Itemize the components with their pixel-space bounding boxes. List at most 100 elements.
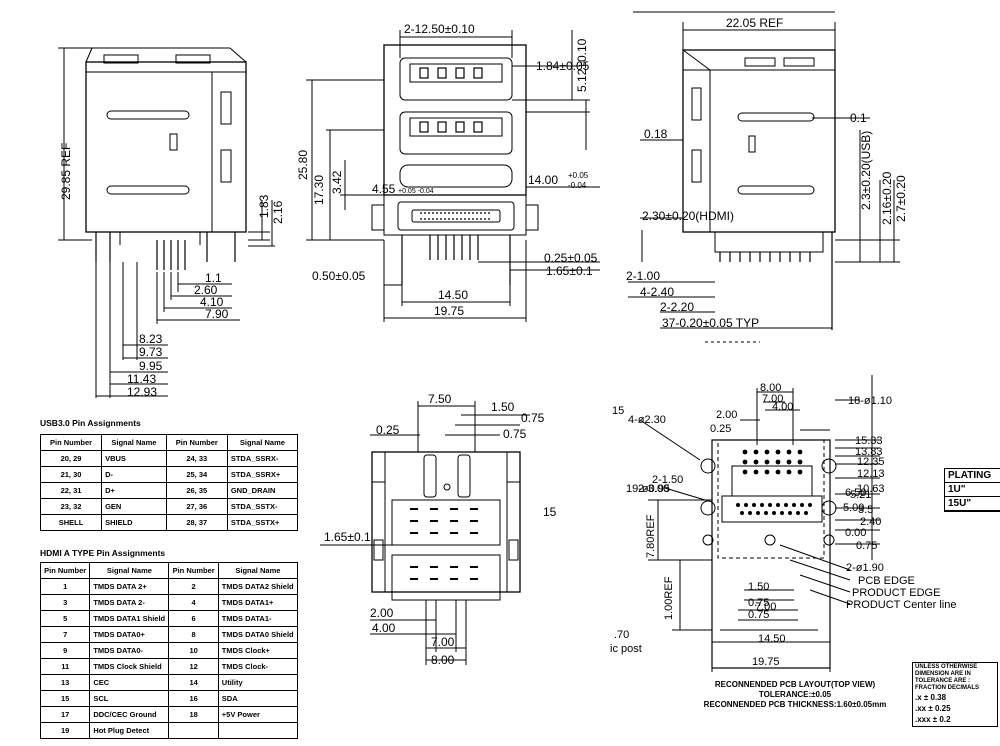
- pcb-hole: [808, 503, 812, 507]
- table-cell: 18: [168, 706, 219, 723]
- plating-table: PLATING 1U" 15U": [944, 468, 1000, 512]
- table-cell: TMDS DATA0-: [89, 642, 170, 659]
- tolerance-line: .xx ± 0.25: [915, 704, 951, 713]
- dimension-label: 8.00: [431, 653, 455, 667]
- dimension-label: 5.00: [843, 502, 864, 514]
- hdmi-table-title: HDMI A TYPE Pin Assignments: [40, 548, 166, 558]
- pcb-hole: [786, 469, 792, 475]
- dimension-label: 17.30: [312, 175, 326, 205]
- front-view: 2-12.50±0.101.84±0.055.12±0.1025.8017.30…: [296, 22, 600, 322]
- pcb-hole: [775, 459, 781, 465]
- dimension-label: 7.00: [431, 635, 455, 649]
- table-cell: STDA_SSRX+: [226, 466, 299, 483]
- table-cell: 15: [39, 690, 91, 707]
- dimension-label: 0.50±0.05: [312, 269, 366, 283]
- pin-mark: [470, 520, 478, 522]
- pin-mark: [430, 532, 438, 534]
- pcb-hole: [740, 511, 744, 515]
- table-cell: TMDS DATA 2-: [89, 594, 170, 611]
- table-cell: SCL: [89, 690, 170, 707]
- dimension-label: 7.50: [428, 392, 452, 406]
- dimension-label: 11.43: [127, 372, 156, 386]
- pcb-hole: [742, 449, 748, 455]
- pin-mark: [450, 508, 458, 510]
- tolerance-line: .xxx ± 0.2: [915, 715, 951, 724]
- dimension-label: 13.83: [855, 446, 883, 458]
- pin-mark: [410, 578, 418, 580]
- table-header-cell: Pin Number: [165, 434, 228, 451]
- plating-row: 15U": [945, 497, 1000, 511]
- table-header-cell: Signal Name: [89, 562, 170, 579]
- dimension-label: 14.50: [438, 288, 468, 302]
- table-cell: 6: [168, 610, 219, 627]
- dimension-label: 0.25: [376, 423, 400, 437]
- dimension-label: +0.05: [568, 171, 589, 180]
- dimension-label: 19.75: [434, 304, 464, 318]
- pin-mark: [470, 566, 478, 568]
- table-cell: SDA: [217, 690, 299, 707]
- section-mark: ic post: [610, 643, 642, 655]
- table-cell: D-: [101, 466, 167, 483]
- dimension-label: 1.84±0.05: [536, 59, 590, 73]
- dimension-label: 12.35: [857, 456, 885, 468]
- dimension-label: 14.00: [528, 173, 558, 187]
- table-cell: 25, 34: [165, 466, 228, 483]
- table-cell: 1: [39, 578, 91, 595]
- table-cell: TMDS Clock+: [217, 642, 299, 659]
- table-cell: Hot Plug Detect: [89, 722, 170, 739]
- dimension-label: 37-0.20±0.05 TYP: [662, 316, 759, 330]
- table-cell: 11: [39, 658, 91, 675]
- table-header-cell: Pin Number: [39, 562, 91, 579]
- pcb-hole: [797, 459, 803, 465]
- pcb-hole: [775, 449, 781, 455]
- pcb-hole: [764, 469, 770, 475]
- dimension-label: 3.5: [858, 504, 873, 516]
- dimension-label: 2.16±0.20: [880, 171, 894, 225]
- dimension-label: 0.75: [503, 427, 527, 441]
- pin-mark: [470, 578, 478, 580]
- dimension-label: 19-ø0.95: [626, 483, 670, 495]
- tolerance-box: UNLESS OTHERWISE DIMENSION ARE IN TOLERA…: [912, 662, 998, 727]
- table-cell: 5: [39, 610, 91, 627]
- dimension-label: 4-ø2.30: [628, 414, 666, 426]
- dimension-label: 1.65±0.1: [324, 530, 371, 544]
- table-cell: 28, 37: [165, 514, 228, 531]
- dimension-label: 0.1: [850, 111, 867, 125]
- dimension-label: 0.75: [521, 411, 545, 425]
- pcb-hole: [736, 503, 740, 507]
- table-cell: 20, 29: [39, 450, 103, 467]
- dimension-label: 0.00: [845, 527, 866, 539]
- table-header-cell: Signal Name: [226, 434, 299, 451]
- pcb-hole: [788, 511, 792, 515]
- dimension-label: 5.21: [850, 489, 871, 501]
- tolerance-line: .x ± 0.38: [915, 693, 947, 702]
- table-cell: 26, 35: [165, 482, 228, 499]
- pin-mark: [470, 532, 478, 534]
- table-cell: TMDS DATA1+: [217, 594, 299, 611]
- pcb-hole: [752, 503, 756, 507]
- dimension-label: +0.05 -0.04: [398, 188, 434, 195]
- dimension-label: 1.50: [491, 400, 515, 414]
- tolerance-line: UNLESS OTHERWISE: [915, 664, 978, 670]
- pin-mark: [450, 578, 458, 580]
- pin-mark: [470, 508, 478, 510]
- table-cell: TMDS DATA0 Shield: [217, 626, 299, 643]
- table-cell: CEC: [89, 674, 170, 691]
- table-cell: TMDS DATA0+: [89, 626, 170, 643]
- table-cell: TMDS DATA1-: [217, 610, 299, 627]
- table-cell: GEN: [101, 498, 167, 515]
- table-header-cell: Signal Name: [217, 562, 299, 579]
- dimension-label: 2.00: [716, 409, 737, 421]
